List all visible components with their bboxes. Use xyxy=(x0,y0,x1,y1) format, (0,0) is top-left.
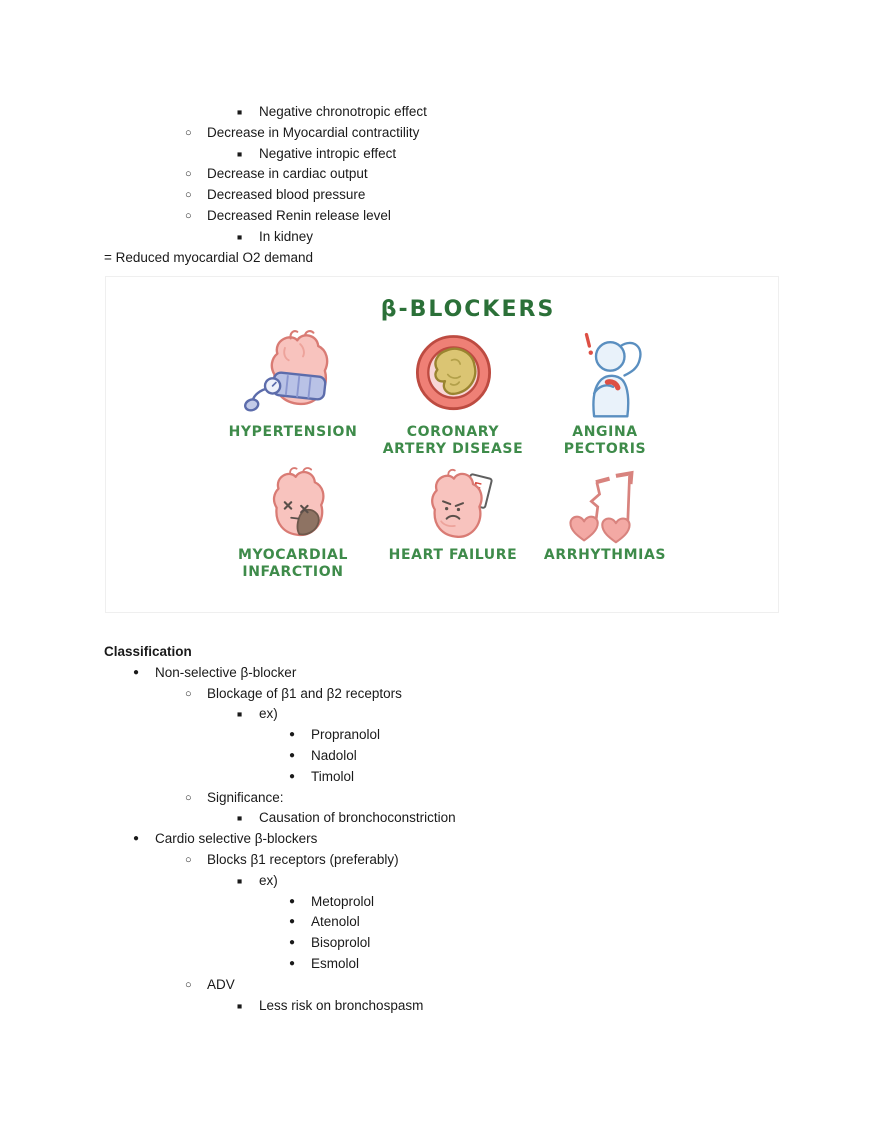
list-item-text: ex) xyxy=(259,706,278,722)
disc-bullet-icon: ● xyxy=(289,729,296,741)
list-item-text: Metoprolol xyxy=(311,893,375,909)
figure-item-heart-failure: F HEART FAILURE xyxy=(368,465,538,564)
figure-item-label: ARRHYTHMIAS xyxy=(543,547,667,563)
list-item: ○ Blocks β1 receptors (preferably) xyxy=(104,850,456,871)
list-item: ■ Negative chronotropic effect xyxy=(104,102,427,123)
list-item: ● Bisoprolol xyxy=(104,933,456,954)
list-item: ○ Decreased Renin release level xyxy=(104,206,427,227)
list-item-text: Blocks β1 receptors (preferably) xyxy=(207,851,399,867)
heart-music-notes-icon xyxy=(569,470,634,544)
circle-bullet-icon: ○ xyxy=(185,189,192,202)
sad-heart-failing-grade-icon: F xyxy=(431,468,493,538)
list-item: ● Metoprolol xyxy=(104,892,456,913)
list-item: ● Propranolol xyxy=(104,725,456,746)
list-item: ■ In kidney xyxy=(104,227,427,248)
list-item: ■ Less risk on bronchospasm xyxy=(104,996,456,1017)
section-heading: Classification xyxy=(104,644,192,659)
disc-bullet-icon: ● xyxy=(289,749,296,761)
circle-bullet-icon: ○ xyxy=(185,687,192,700)
list-item-text: Esmolol xyxy=(311,955,360,971)
square-bullet-icon: ■ xyxy=(237,231,243,242)
list-item-text: Decreased blood pressure xyxy=(207,187,366,203)
figure-item-label: ANGINA PECTORIS xyxy=(563,424,647,457)
figure-item-myocardial-infarction: MYOCARDIAL INFARCTION xyxy=(208,465,378,581)
list-item: ● Non-selective β-blocker xyxy=(104,663,456,684)
list-item-text: ex) xyxy=(259,872,278,888)
list-item: ● Atenolol xyxy=(104,912,456,933)
list-item-text: Less risk on bronchospasm xyxy=(259,997,424,1013)
list-item: ● Nadolol xyxy=(104,746,456,767)
list-item-text: Decreased Renin release level xyxy=(207,207,391,223)
circle-bullet-icon: ○ xyxy=(185,853,192,866)
list-item: ■ ex) xyxy=(104,704,456,725)
square-bullet-icon: ■ xyxy=(237,107,243,117)
figure-item-label: CORONARY ARTERY DISEASE xyxy=(382,424,524,457)
list-item: ■ Negative intropic effect xyxy=(104,144,427,165)
list-item: ○ Decrease in cardiac output xyxy=(104,164,427,185)
list-item-text: Significance: xyxy=(207,789,284,805)
list-item: ○ Significance: xyxy=(104,788,456,809)
list-item: ■ ex) xyxy=(104,871,456,892)
artery-cross-section-plaque-icon xyxy=(415,335,491,411)
figure-title: β-BLOCKERS xyxy=(380,297,556,322)
list-item-text: Negative intropic effect xyxy=(259,145,397,161)
list-item: ● Cardio selective β-blockers xyxy=(104,829,456,850)
beta-blockers-figure[interactable]: β-BLOCKERS HYPERTENSION CORONARY ARTERY … xyxy=(105,276,779,613)
list-item-text: Nadolol xyxy=(311,747,357,763)
circle-bullet-icon: ○ xyxy=(185,126,192,139)
square-bullet-icon: ■ xyxy=(237,875,243,886)
list-item: ○ Blockage of β1 and β2 receptors xyxy=(104,684,456,705)
effects-list: ■ Negative chronotropic effect ○ Decrease … xyxy=(104,102,427,268)
figure-item-label: HEART FAILURE xyxy=(388,547,518,563)
list-item-text: Atenolol xyxy=(311,914,360,930)
list-item-text: Cardio selective β-blockers xyxy=(155,831,318,847)
circle-bullet-icon: ○ xyxy=(185,209,192,222)
heart-with-bp-cuff-icon xyxy=(243,330,328,412)
person-clutching-chest-icon xyxy=(584,332,642,418)
square-bullet-icon: ■ xyxy=(237,148,243,159)
disc-bullet-icon: ● xyxy=(133,666,140,678)
disc-bullet-icon: ● xyxy=(289,957,296,969)
list-item: ● Esmolol xyxy=(104,954,456,975)
circle-bullet-icon: ○ xyxy=(185,168,192,181)
circle-bullet-icon: ○ xyxy=(185,791,192,804)
list-item: ● Timolol xyxy=(104,767,456,788)
list-item-text: Propranolol xyxy=(311,727,381,743)
disc-bullet-icon: ● xyxy=(289,770,296,782)
list-item-text: ADV xyxy=(207,976,235,992)
figure-item-label: HYPERTENSION xyxy=(228,424,358,440)
figure-item-angina-pectoris: ANGINA PECTORIS xyxy=(520,327,690,458)
disc-bullet-icon: ● xyxy=(289,895,296,907)
square-bullet-icon: ■ xyxy=(237,813,243,824)
list-item-text: Bisoprolol xyxy=(311,935,371,951)
list-item: ○ Decreased blood pressure xyxy=(104,185,427,206)
figure-item-label: MYOCARDIAL INFARCTION xyxy=(238,547,348,580)
summary-line: = Reduced myocardial O2 demand xyxy=(104,248,427,269)
disc-bullet-icon: ● xyxy=(289,937,296,949)
disc-bullet-icon: ● xyxy=(289,916,296,928)
square-bullet-icon: ■ xyxy=(237,1000,243,1011)
disc-bullet-icon: ● xyxy=(133,833,140,845)
figure-item-coronary-artery-disease: CORONARY ARTERY DISEASE xyxy=(368,327,538,458)
list-item: ■ Causation of bronchoconstriction xyxy=(104,808,456,829)
list-item: ○ Decrease in Myocardial contractility xyxy=(104,123,427,144)
list-item-text: In kidney xyxy=(259,228,314,244)
list-item-text: Non-selective β-blocker xyxy=(155,664,297,680)
summary-text: = Reduced myocardial O2 demand xyxy=(104,249,313,265)
figure-item-arrhythmias: ARRHYTHMIAS xyxy=(520,465,690,564)
figure-item-hypertension: HYPERTENSION xyxy=(208,327,378,441)
list-item-text: Causation of bronchoconstriction xyxy=(259,810,456,826)
list-item-text: Timolol xyxy=(311,768,355,784)
infarcted-heart-icon xyxy=(272,467,325,537)
classification-section: Classification ●Non-selective β-blocker … xyxy=(104,642,456,1016)
list-item: ○ ADV xyxy=(104,975,456,996)
circle-bullet-icon: ○ xyxy=(185,978,192,991)
list-item-text: Negative chronotropic effect xyxy=(259,104,427,119)
list-item-text: Decrease in Myocardial contractility xyxy=(207,124,420,140)
list-item-text: Decrease in cardiac output xyxy=(207,166,368,182)
square-bullet-icon: ■ xyxy=(237,709,243,720)
list-item-text: Blockage of β1 and β2 receptors xyxy=(207,685,402,701)
